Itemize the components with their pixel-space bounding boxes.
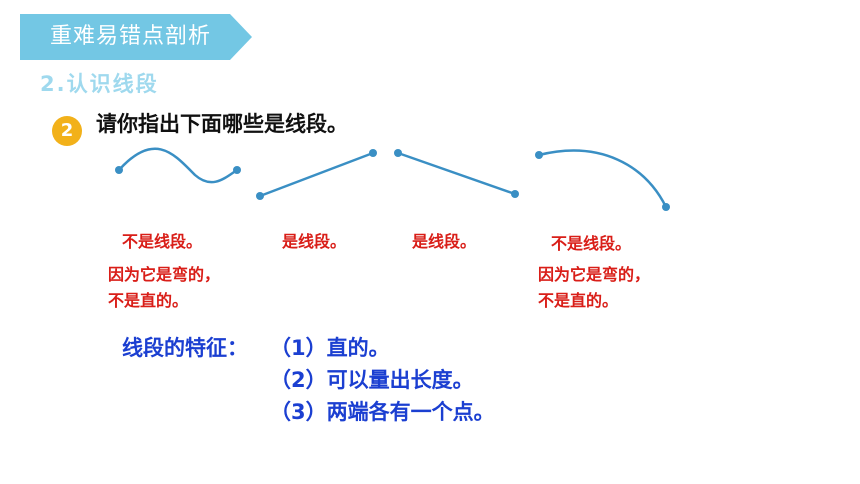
question-number-badge: 2: [52, 116, 82, 146]
endpoint-dot: [256, 192, 264, 200]
feature-item-3: （3）两端各有一个点。: [270, 400, 495, 424]
arc-figure-4: [535, 149, 670, 211]
reason-line: 因为它是弯的，: [108, 265, 221, 284]
feature-item-1: （1）直的。: [270, 336, 390, 360]
answer-reason-4: 因为它是弯的， 不是直的。: [538, 262, 650, 314]
answer-reason-1: 因为它是弯的， 不是直的。: [108, 262, 220, 314]
question-text: 请你指出下面哪些是线段。: [96, 112, 348, 136]
endpoint-dot: [535, 151, 543, 159]
answer-label-3: 是线段。: [412, 232, 477, 251]
endpoint-dot: [115, 166, 123, 174]
endpoint-dot: [511, 190, 519, 198]
reason-line: 不是直的。: [538, 291, 619, 310]
segment-figure-2: [256, 149, 377, 200]
section-subtitle: 2.认识线段: [40, 72, 159, 96]
section-banner: 重难易错点剖析: [0, 14, 252, 60]
endpoint-dot: [369, 149, 377, 157]
answer-label-4: 不是线段。: [551, 234, 632, 253]
feature-item-2: （2）可以量出长度。: [270, 368, 474, 392]
endpoint-dot: [233, 166, 241, 174]
endpoint-dot: [662, 203, 670, 211]
curve-figure-1: [115, 147, 241, 184]
endpoint-dot: [394, 149, 402, 157]
reason-line: 不是直的。: [108, 291, 189, 310]
features-heading: 线段的特征：: [122, 336, 248, 360]
answer-label-1: 不是线段。: [122, 232, 203, 251]
banner-shape: [20, 14, 252, 60]
segment-figure-3: [394, 149, 519, 198]
answer-label-2: 是线段。: [282, 232, 347, 251]
banner-title: 重难易错点剖析: [50, 24, 212, 49]
reason-line: 因为它是弯的，: [538, 265, 651, 284]
